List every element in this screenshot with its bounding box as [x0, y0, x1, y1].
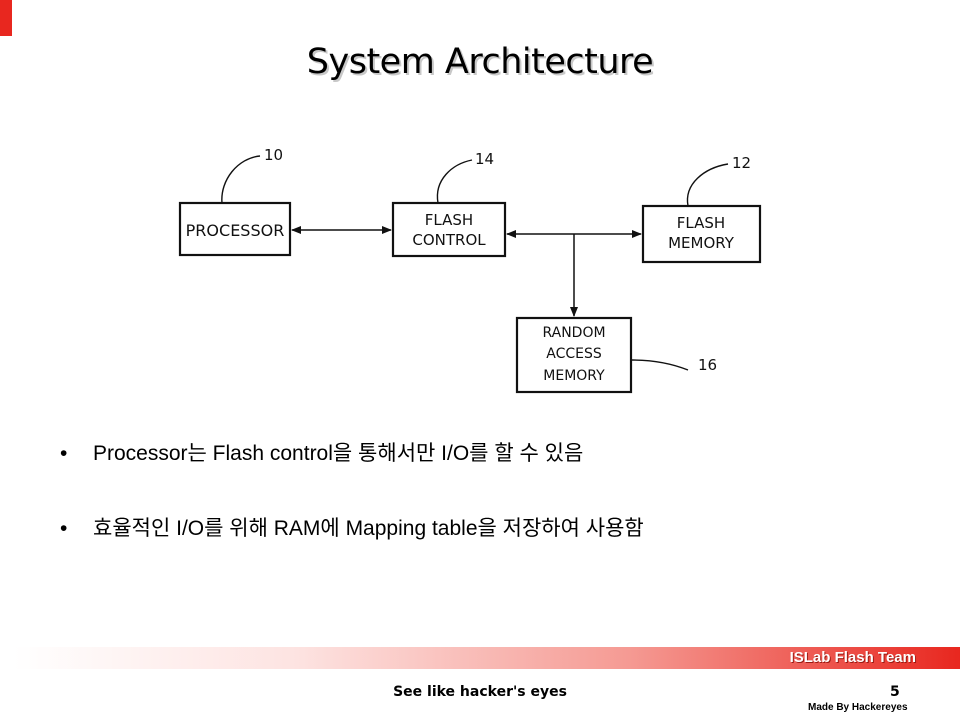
ram-label-2: ACCESS [546, 346, 602, 362]
footer-slogan: See like hacker's eyes [393, 684, 567, 700]
flash-control-label-2: CONTROL [412, 231, 486, 249]
footer-gradient-bar [14, 647, 960, 669]
ram-ref-leader [631, 359, 689, 371]
ram-ref: 16 [698, 356, 717, 374]
bullet-dot: • [60, 442, 68, 465]
ram-label-3: MEMORY [543, 368, 605, 384]
page-number: 5 [890, 684, 900, 700]
bullet-list: • Processor는 Flash control을 통해서만 I/O를 할 … [60, 440, 920, 543]
architecture-diagram: PROCESSOR 10 FLASH CONTROL 14 FLASH MEMO… [178, 146, 762, 394]
flash-memory-ref-leader [686, 163, 729, 207]
flash-memory-label-1: FLASH [677, 214, 725, 232]
flash-memory-label-2: MEMORY [668, 234, 735, 252]
bullet-item: • 효율적인 I/O를 위해 RAM에 Mapping table을 저장하여 … [60, 515, 920, 543]
corner-accent-bar [0, 0, 12, 36]
bullet-text: 효율적인 I/O를 위해 RAM에 Mapping table을 저장하여 사용… [93, 517, 644, 540]
slide-title: System Architecture [306, 42, 654, 82]
flash-control-ref: 14 [475, 150, 494, 168]
flash-memory-ref: 12 [732, 154, 751, 172]
bullet-item: • Processor는 Flash control을 통해서만 I/O를 할 … [60, 440, 920, 468]
bullet-dot: • [60, 517, 68, 540]
flash-control-label-1: FLASH [425, 211, 473, 229]
processor-ref: 10 [264, 146, 283, 164]
footer-credit: Made By Hackereyes [808, 702, 908, 713]
flash-control-ref-leader [436, 159, 473, 204]
processor-label: PROCESSOR [186, 221, 285, 240]
footer-team-name: ISLab Flash Team [789, 649, 916, 666]
bullet-text: Processor는 Flash control을 통해서만 I/O를 할 수 … [93, 442, 584, 465]
processor-ref-leader [221, 155, 261, 204]
ram-label-1: RANDOM [542, 325, 605, 341]
flash-memory-node: FLASH MEMORY 12 [641, 154, 762, 264]
processor-node: PROCESSOR 10 [178, 146, 292, 257]
flash-control-node: FLASH CONTROL 14 [391, 150, 507, 258]
ram-node: RANDOM ACCESS MEMORY 16 [515, 316, 717, 394]
